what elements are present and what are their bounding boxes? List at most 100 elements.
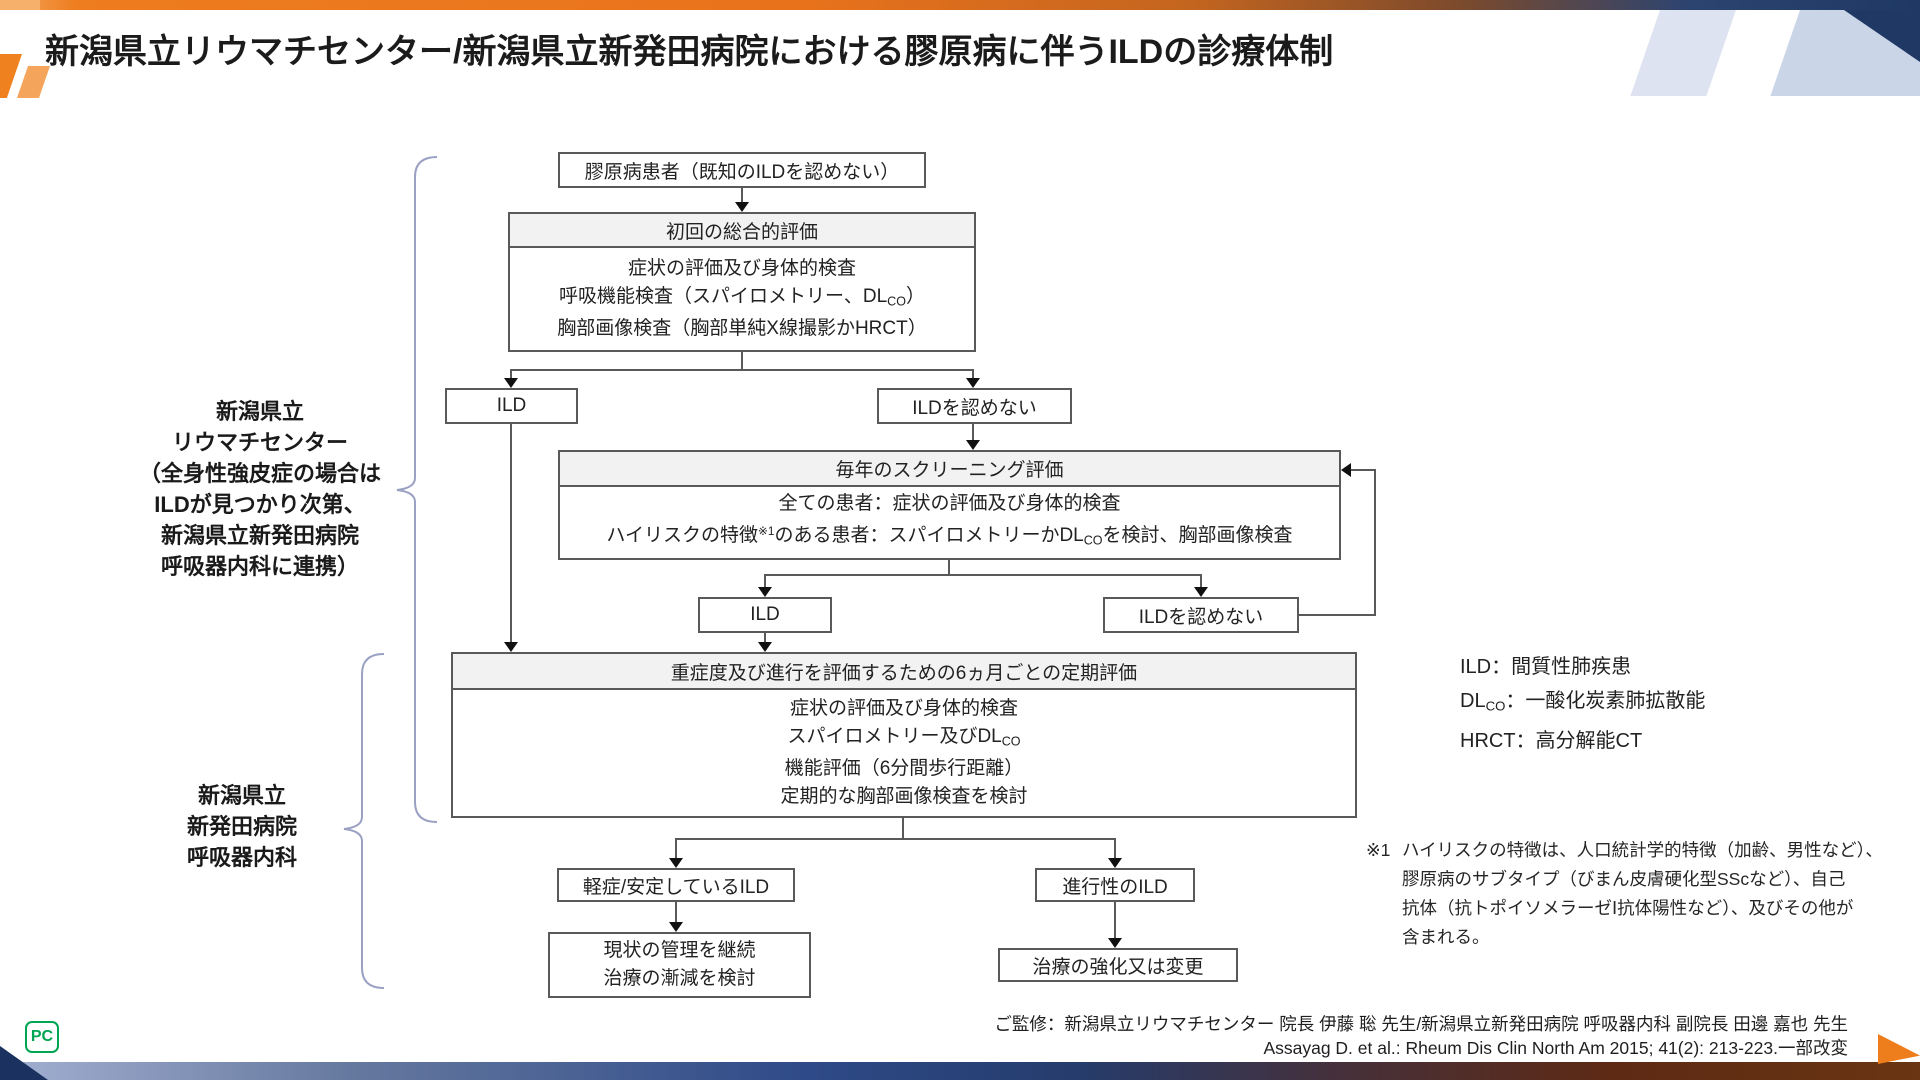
top-accent-bar — [0, 0, 1920, 10]
box-initial-evaluation: 初回の総合的評価 症状の評価及び身体的検査 呼吸機能検査（スパイロメトリー、DL… — [508, 212, 976, 352]
top-accent-bar-light-segment — [0, 0, 40, 10]
connector-line — [972, 369, 974, 379]
bottom-accent-bar — [0, 1062, 1920, 1080]
subscript-co: CO — [1083, 533, 1103, 548]
box-initial-evaluation-body: 症状の評価及び身体的検査 呼吸機能検査（スパイロメトリー、DLCO） 胸部画像検… — [510, 248, 974, 350]
box-annual-screening: 毎年のスクリーニング評価 全ての患者：症状の評価及び身体的検査 ハイリスクの特徴… — [558, 450, 1341, 560]
body-line: 機能評価（6分間歩行距離） — [784, 758, 1024, 780]
label-line: リウマチセンター — [171, 430, 348, 455]
box-progressive-ild: 進行性のILD — [1035, 868, 1195, 902]
label-line: ILDが見つかり次第、 — [154, 492, 366, 517]
box-initial-evaluation-title: 初回の総合的評価 — [510, 214, 974, 248]
label-line: 呼吸器内科 — [186, 845, 297, 870]
connector-line — [1114, 902, 1116, 939]
arrowhead-down — [966, 440, 980, 450]
body-line: 呼吸機能検査（スパイロメトリー、DLCO） — [559, 285, 925, 309]
footnote-text: ハイリスクの特徴は、人口統計学的特徴（加齢、男性など）、 膠原病のサブタイプ（び… — [1402, 836, 1883, 952]
label-line: 新発田病院 — [186, 814, 297, 839]
abbreviation-dlco: DLCO：一酸化炭素肺拡散能 — [1460, 690, 1706, 714]
connector-line — [764, 574, 766, 588]
connector-line — [948, 560, 950, 575]
connector-line — [1351, 469, 1376, 471]
abbreviation-list: ILD：間質性肺疾患 DLCO：一酸化炭素肺拡散能 HRCT：高分解能CT — [1460, 650, 1705, 758]
box-periodic-evaluation-body: 症状の評価及び身体的検査 スパイロメトリー及びDLCO 機能評価（6分間歩行距離… — [453, 690, 1355, 816]
connector-line — [902, 818, 904, 839]
superscript-note1: ※1 — [758, 525, 775, 539]
body-line: 全ての患者：症状の評価及び身体的検査 — [778, 493, 1121, 515]
footnote-line: 膠原病のサブタイプ（びまん皮膚硬化型SScなど）、自己 — [1402, 869, 1846, 889]
body-line: 症状の評価及び身体的検査 — [789, 697, 1018, 719]
footnote-highrisk: ※1 ハイリスクの特徴は、人口統計学的特徴（加齢、男性など）、 膠原病のサブタイ… — [1366, 836, 1920, 952]
connector-line — [1114, 838, 1116, 858]
reference-citation: Assayag D. et al.: Rheum Dis Clin North … — [1263, 1038, 1848, 1058]
connector-line — [675, 838, 677, 858]
bracket-rheumatology — [396, 156, 438, 823]
arrowhead-down — [669, 858, 683, 868]
abbreviation-ild: ILD：間質性肺疾患 — [1460, 656, 1632, 678]
label-line: 新潟県立新発田病院 — [160, 523, 359, 548]
arrowhead-down — [1108, 858, 1122, 868]
box-mild-stable-ild: 軽症/安定しているILD — [557, 868, 795, 902]
label-shibata-hospital: 新潟県立 新発田病院 呼吸器内科 — [62, 780, 422, 873]
box-patient: 膠原病患者（既知のILDを認めない） — [558, 152, 926, 188]
connector-line — [741, 188, 743, 203]
box-intensify-treatment: 治療の強化又は変更 — [998, 948, 1238, 982]
box-no-ild-1: ILDを認めない — [877, 388, 1072, 424]
footnote-marker: ※1 — [1366, 840, 1391, 860]
arrowhead-down — [758, 587, 772, 597]
label-line: 新潟県立 — [197, 783, 286, 808]
bottom-right-arrow-icon — [1878, 1034, 1920, 1064]
box-no-ild-2: ILDを認めない — [1103, 597, 1299, 633]
credits: ご監修：新潟県立リウマチセンター 院長 伊藤 聡 先生/新潟県立新発田病院 呼吸… — [860, 1012, 1848, 1060]
footnote-line: ハイリスクの特徴は、人口統計学的特徴（加齢、男性など）、 — [1402, 840, 1883, 860]
subscript-co: CO — [1001, 734, 1021, 749]
box-annual-screening-body: 全ての患者：症状の評価及び身体的検査 ハイリスクの特徴※1のある患者：スパイロメ… — [560, 487, 1339, 558]
box-ild-1: ILD — [445, 388, 578, 424]
connector-line — [1299, 614, 1376, 616]
arrowhead-down — [966, 378, 980, 388]
box-maintain-treatment: 現状の管理を継続 治療の漸減を検討 — [548, 932, 811, 998]
arrowhead-down — [504, 642, 518, 652]
body-line: 胸部画像検査（胸部単純X線撮影かHRCT） — [557, 318, 927, 340]
pc-logo: PC — [25, 1021, 59, 1053]
label-line: 呼吸器内科に連携） — [160, 554, 359, 579]
supervision-credit: ご監修：新潟県立リウマチセンター 院長 伊藤 聡 先生/新潟県立新発田病院 呼吸… — [994, 1014, 1848, 1034]
footnote-line: 含まれる。 — [1402, 927, 1490, 947]
box-ild-2: ILD — [698, 597, 832, 633]
box-periodic-evaluation: 重症度及び進行を評価するための6ヵ月ごとの定期評価 症状の評価及び身体的検査 ス… — [451, 652, 1357, 818]
box-annual-screening-title: 毎年のスクリーニング評価 — [560, 452, 1339, 487]
body-line: 治療の漸減を検討 — [603, 968, 756, 989]
arrowhead-down — [1108, 938, 1122, 948]
arrowhead-down — [735, 202, 749, 212]
bracket-shibata — [343, 653, 385, 989]
connector-line — [1200, 574, 1202, 588]
page-title: 新潟県立リウマチセンター/新潟県立新発田病院における膠原病に伴うILDの診療体制 — [45, 33, 1334, 71]
box-periodic-evaluation-title: 重症度及び進行を評価するための6ヵ月ごとの定期評価 — [453, 654, 1355, 690]
connector-line — [510, 369, 512, 379]
label-rheumatology-center: 新潟県立 リウマチセンター （全身性強皮症の場合は ILDが見つかり次第、 新潟… — [60, 396, 460, 582]
arrowhead-left — [1341, 463, 1351, 477]
connector-line — [675, 902, 677, 923]
connector-line — [510, 369, 974, 371]
abbreviation-hrct: HRCT：高分解能CT — [1460, 729, 1643, 752]
arrowhead-down — [669, 922, 683, 932]
body-line: 症状の評価及び身体的検査 — [627, 257, 856, 279]
label-line: （全身性強皮症の場合は — [138, 461, 381, 486]
connector-line — [764, 574, 1202, 576]
arrowhead-down — [758, 642, 772, 652]
body-line: スパイロメトリー及びDLCO — [787, 725, 1021, 749]
connector-line — [675, 838, 1116, 840]
body-line: ハイリスクの特徴※1のある患者：スパイロメトリーかDLCOを検討、胸部画像検査 — [606, 525, 1293, 548]
connector-line — [741, 352, 743, 370]
connector-line — [764, 633, 766, 643]
body-line: 定期的な胸部画像検査を検討 — [780, 786, 1028, 808]
connector-line — [1374, 469, 1376, 616]
subscript-co: CO — [887, 294, 906, 309]
body-line: 現状の管理を継続 — [603, 940, 756, 961]
subscript-co: CO — [1485, 698, 1506, 714]
footnote-line: 抗体（抗トポイソメラーゼⅠ抗体陽性など）、及びその他が — [1402, 898, 1854, 918]
arrowhead-down — [504, 378, 518, 388]
label-line: 新潟県立 — [215, 399, 304, 424]
connector-line — [972, 424, 974, 441]
